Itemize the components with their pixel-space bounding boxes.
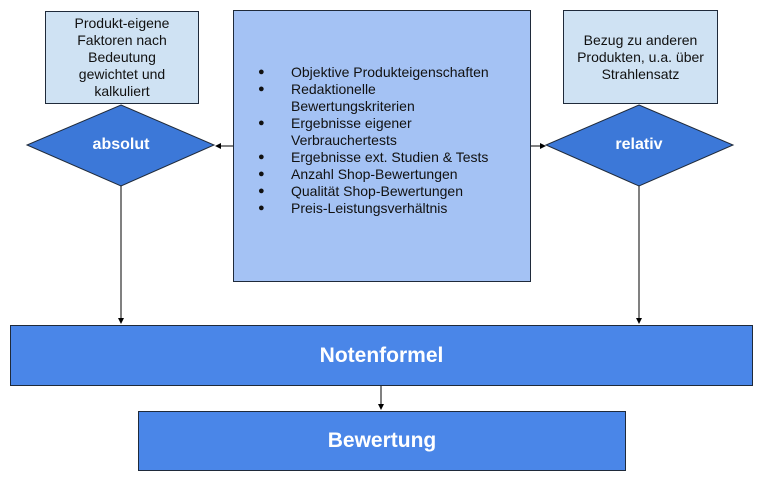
- formula-label: Notenformel: [319, 343, 444, 367]
- formula-box: Notenformel: [10, 325, 753, 386]
- right-note-text: Bezug zu anderen Produkten, u.a. über St…: [577, 31, 704, 82]
- criteria-item: Anzahl Shop-Bewertungen: [234, 166, 524, 183]
- absolut-label: absolut: [92, 136, 150, 153]
- result-label: Bewertung: [327, 429, 437, 452]
- criteria-box: Objektive Produkteigenschaften Redaktion…: [233, 10, 531, 282]
- criteria-item: Ergebnisse ext. Studien & Tests: [234, 149, 524, 166]
- criteria-item: Preis-Leistungsverhältnis: [234, 200, 524, 217]
- criteria-item: Objektive Produkteigenschaften: [234, 64, 524, 81]
- relativ-label: relativ: [615, 136, 663, 153]
- criteria-list: Objektive Produkteigenschaften Redaktion…: [234, 64, 524, 217]
- criteria-item: Ergebnisse eigener Verbrauchertests: [234, 115, 441, 149]
- right-note-box: Bezug zu anderen Produkten, u.a. über St…: [563, 10, 718, 104]
- result-box: Bewertung: [138, 411, 626, 471]
- left-note-box: Produkt-eigene Faktoren nach Bedeutung g…: [45, 11, 199, 104]
- left-note-text: Produkt-eigene Faktoren nach Bedeutung g…: [74, 15, 170, 99]
- criteria-item: Qualität Shop-Bewertungen: [234, 183, 524, 200]
- criteria-item: Redaktionelle Bewertungskriterien: [234, 81, 441, 115]
